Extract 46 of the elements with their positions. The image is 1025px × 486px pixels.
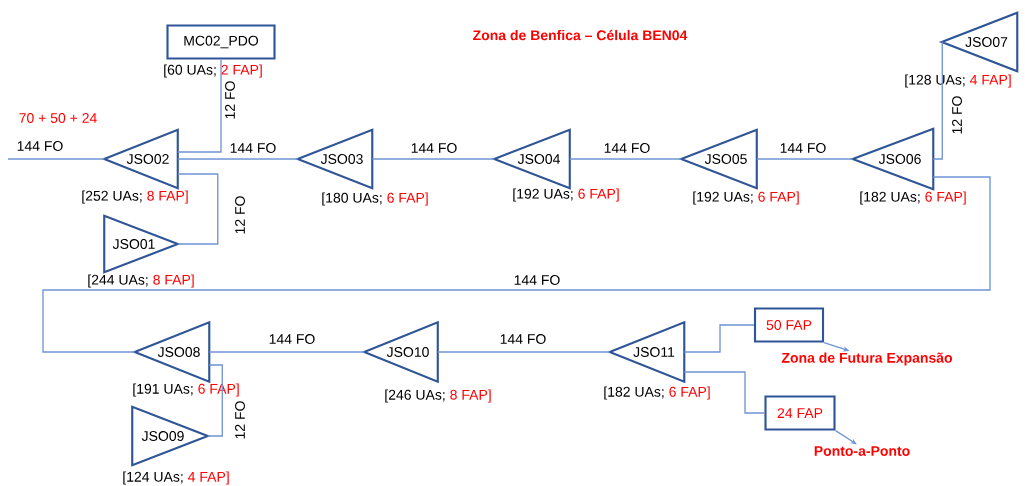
edge-label: 144 FO [602, 141, 652, 155]
title: Zona de Benfica – Célula BEN04 [473, 29, 688, 41]
edge-label: 144 FO [498, 332, 548, 346]
node-caption: [192 UAs; 6 FAP] [513, 188, 619, 202]
edge-label: 144 FO [778, 141, 828, 155]
connector [208, 351, 365, 353]
edge-label: 144 FO [409, 141, 459, 155]
node-caption: [191 UAs; 6 FAP] [133, 383, 239, 397]
connector [834, 429, 857, 445]
node-caption: [60 UAs; 2 FAP] [164, 64, 262, 78]
box-node: 50 FAP [753, 307, 825, 343]
edge-label: 144 FO [267, 332, 317, 346]
node-caption: [124 UAs; 4 FAP] [123, 471, 229, 485]
node-caption: [182 UAs; 6 FAP] [604, 386, 710, 400]
node-caption: [128 UAs; 4 FAP] [905, 74, 1011, 88]
connector [177, 58, 222, 153]
note: 70 + 50 + 24 [19, 113, 97, 123]
note-text: Zona de Futura Expansão [781, 352, 953, 366]
connector [177, 173, 219, 245]
edge-label: 144 FO [512, 273, 562, 287]
connector [756, 158, 854, 160]
box-node: 24 FAP [764, 395, 836, 431]
note-text: Ponto-a-Ponto [814, 446, 910, 456]
connector [569, 158, 682, 160]
edge-label: 12 FO [223, 79, 237, 121]
edge-label: 12 FO [233, 194, 247, 236]
node-caption: [244 UAs; 8 FAP] [88, 274, 194, 288]
edge-label: 12 FO [233, 399, 247, 441]
node-caption: [192 UAs; 6 FAP] [693, 191, 799, 205]
node-caption: [180 UAs; 6 FAP] [322, 192, 428, 206]
edge-label: 144 FO [228, 141, 278, 155]
node-caption: [246 UAs; 8 FAP] [385, 389, 491, 403]
connector [207, 364, 223, 437]
connector [437, 351, 611, 353]
edge-label: 12 FO [950, 94, 964, 136]
connector [371, 158, 495, 160]
connector [7, 158, 105, 160]
connector [42, 176, 991, 353]
node-caption: [252 UAs; 8 FAP] [82, 190, 188, 204]
connector [932, 41, 943, 160]
edge-label: 144 FO [15, 139, 65, 153]
connector [683, 324, 755, 353]
node-caption: [182 UAs; 6 FAP] [860, 191, 966, 205]
connector [683, 371, 766, 414]
box-node: MC02_PDO [166, 24, 276, 60]
connector [177, 158, 299, 160]
